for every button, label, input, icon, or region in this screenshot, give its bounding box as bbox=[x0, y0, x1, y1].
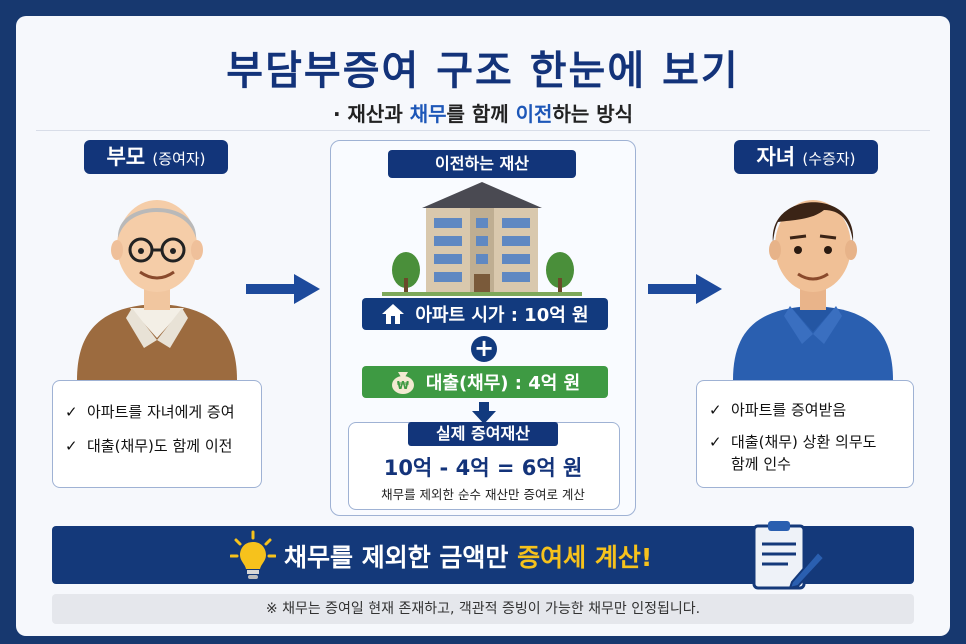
parent-check-list: ✓ 아파트를 자녀에게 증여 ✓ 대출(채무)도 함께 이전 bbox=[52, 380, 262, 488]
transfer-header: 이전하는 재산 bbox=[435, 154, 529, 173]
plus-icon: + bbox=[471, 336, 497, 362]
parent-to-center-arrow bbox=[246, 274, 320, 308]
child-label-pill: 자녀 (수증자) bbox=[734, 140, 878, 174]
loan-value: 대출(채무) : 4억 원 bbox=[425, 373, 581, 394]
house-icon bbox=[382, 304, 405, 324]
clipboard-document-icon bbox=[752, 521, 826, 590]
footnote: ※ 채무는 증여일 현재 존재하고, 객관적 증빙이 가능한 채무만 인정됩니다… bbox=[52, 594, 914, 624]
child-item-text: 대출(채무) 상환 의무도 bbox=[731, 433, 877, 451]
parent-item-text: 아파트를 자녀에게 증여 bbox=[87, 403, 235, 421]
loan-value-bar: ₩ 대출(채무) : 4억 원 bbox=[362, 366, 608, 398]
young-man-illustration bbox=[733, 200, 893, 380]
down-arrow bbox=[472, 402, 496, 428]
subtitle-highlight-transfer: 이전 bbox=[515, 102, 553, 126]
child-role: (수증자) bbox=[802, 150, 856, 168]
actual-gift-header-pill: 실제 증여재산 bbox=[408, 422, 558, 446]
center-to-child-arrow bbox=[648, 274, 722, 308]
child-label: 자녀 bbox=[756, 145, 796, 169]
child-check-item: ✓ 아파트를 증여받음 bbox=[709, 399, 846, 421]
parent-check-item: ✓ 아파트를 자녀에게 증여 bbox=[65, 401, 235, 423]
transfer-header-pill: 이전하는 재산 bbox=[388, 150, 576, 178]
parent-label-pill: 부모 (증여자) bbox=[84, 140, 228, 174]
child-item-text: 아파트를 증여받음 bbox=[731, 401, 847, 419]
infographic-card: 부담부증여 구조 한눈에 보기 · 재산과 채무를 함께 이전하는 방식 부모 … bbox=[16, 16, 950, 636]
apartment-building-icon bbox=[382, 182, 582, 296]
actual-gift-box bbox=[348, 422, 620, 510]
check-icon: ✓ bbox=[709, 433, 722, 451]
summary-text-white: 채무를 제외한 금액만 bbox=[284, 543, 518, 572]
parent-role: (증여자) bbox=[152, 150, 206, 168]
summary-text-highlight: 증여세 계산! bbox=[517, 543, 653, 572]
money-bag-icon: ₩ bbox=[391, 372, 414, 394]
subtitle-mid: 를 함께 bbox=[446, 102, 516, 126]
actual-gift-note: 채무를 제외한 순수 재산만 증여로 계산 bbox=[381, 487, 585, 502]
parent-item-text: 대출(채무)도 함께 이전 bbox=[87, 437, 233, 455]
check-icon: ✓ bbox=[709, 401, 722, 419]
apartment-value-bar: 아파트 시가 : 10억 원 bbox=[362, 298, 608, 330]
child-item-text: 함께 인수 bbox=[731, 455, 791, 473]
subtitle: · 재산과 채무를 함께 이전하는 방식 bbox=[16, 98, 950, 127]
subtitle-prefix: · 재산과 bbox=[332, 102, 410, 126]
summary-text: 채무를 제외한 금액만 증여세 계산! bbox=[284, 538, 652, 574]
svg-text:₩: ₩ bbox=[397, 379, 409, 392]
apartment-value: 아파트 시가 : 10억 원 bbox=[415, 305, 589, 326]
actual-gift-header: 실제 증여재산 bbox=[436, 424, 530, 443]
page-title: 부담부증여 구조 한눈에 보기 bbox=[226, 48, 740, 94]
parent-check-item: ✓ 대출(채무)도 함께 이전 bbox=[65, 435, 232, 457]
parent-label: 부모 bbox=[106, 145, 146, 169]
child-check-list: ✓ 아파트를 증여받음 ✓ 대출(채무) 상환 의무도 함께 인수 bbox=[696, 380, 914, 488]
divider bbox=[36, 130, 930, 131]
subtitle-highlight-debt: 채무 bbox=[409, 102, 447, 126]
check-icon: ✓ bbox=[65, 403, 78, 421]
lightbulb-icon bbox=[230, 530, 276, 579]
grandfather-illustration bbox=[77, 200, 237, 380]
child-check-item: ✓ 대출(채무) 상환 의무도 bbox=[709, 431, 876, 453]
child-check-item-continued: 함께 인수 bbox=[731, 453, 791, 475]
check-icon: ✓ bbox=[65, 437, 78, 455]
actual-gift-formula: 10억 - 4억 = 6억 원 bbox=[383, 456, 583, 480]
subtitle-suffix: 하는 방식 bbox=[552, 102, 634, 126]
